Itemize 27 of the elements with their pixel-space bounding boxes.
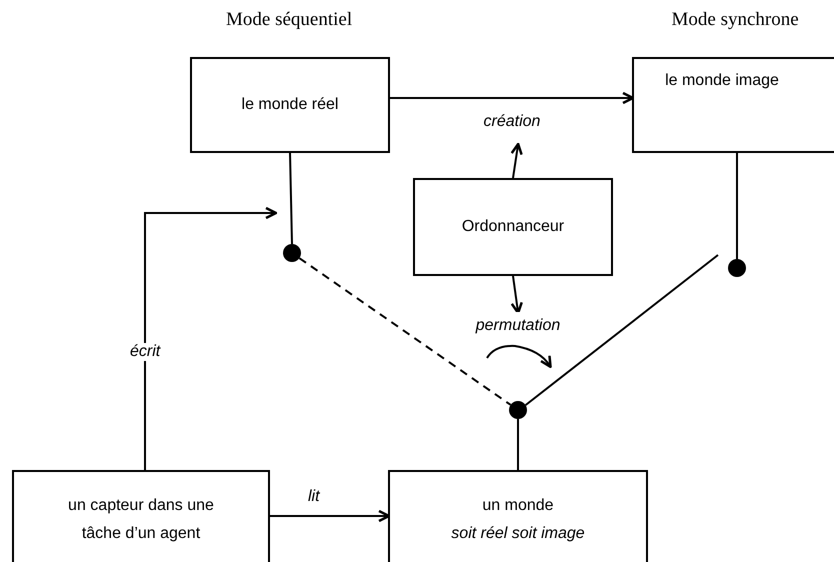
node-text: le monde image [665, 71, 779, 91]
process-box [12, 470, 270, 562]
connector-line [298, 257, 512, 406]
node-text: un monde [482, 496, 554, 516]
edge-label: écrit [128, 343, 162, 361]
arrow [510, 142, 523, 178]
contact-dot [283, 244, 301, 262]
contact-dot [728, 259, 746, 277]
connector-line [736, 153, 738, 259]
connector-line [517, 419, 519, 470]
heading: Mode séquentiel [226, 9, 352, 31]
contact-dot [509, 401, 527, 419]
node-text: Ordonnanceur [462, 217, 564, 237]
connector-line [524, 254, 719, 406]
heading: Mode synchrone [672, 9, 799, 31]
arrow [390, 92, 634, 104]
arrow [144, 206, 278, 470]
process-box [413, 178, 613, 276]
process-box [632, 57, 834, 153]
arrow [510, 276, 523, 314]
node-text: le monde réel [242, 95, 338, 115]
node-text: soit réel soit image [451, 524, 585, 544]
process-box [388, 470, 648, 562]
node-text: un capteur dans une tâche d’un agent [67, 496, 215, 544]
connector-line [289, 152, 293, 244]
arrow [270, 510, 390, 522]
process-box [190, 57, 390, 153]
